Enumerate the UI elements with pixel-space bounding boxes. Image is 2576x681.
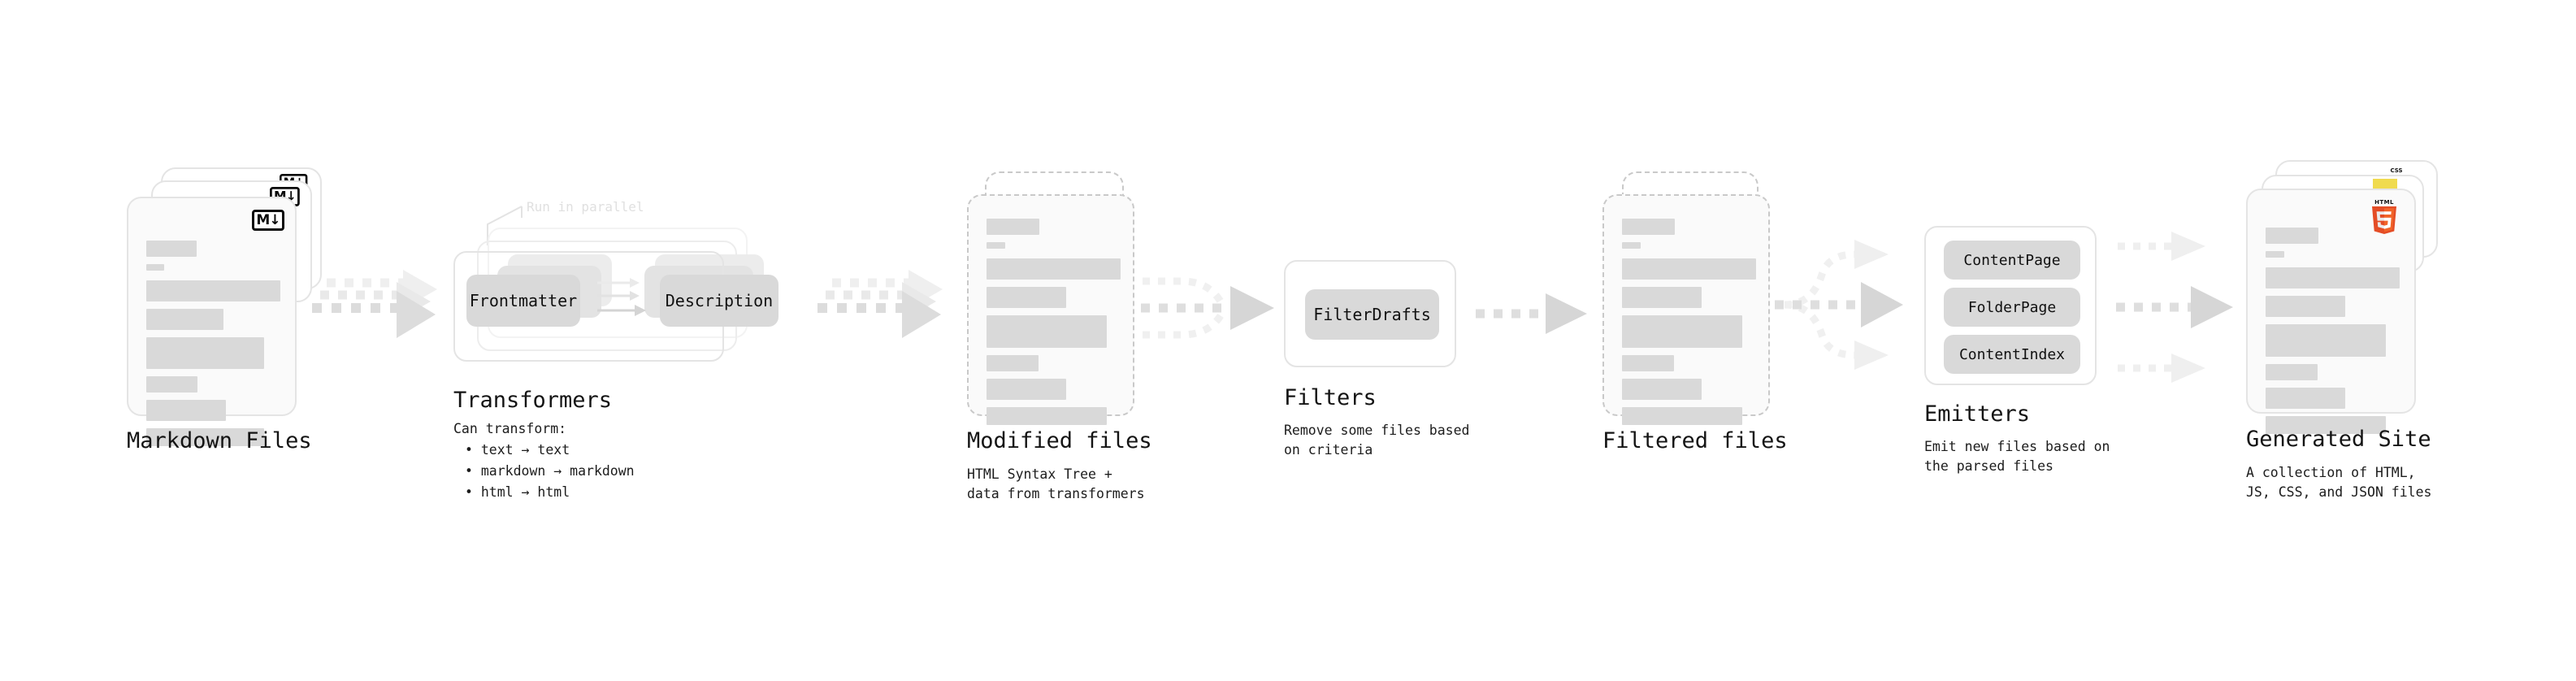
generated-site-content <box>2266 228 2400 434</box>
filtered-files-title: Filtered files <box>1602 428 1788 453</box>
markdown-badge-front: M↓ <box>252 210 284 231</box>
connector-filters-to-filtered <box>1471 289 1601 341</box>
transformer-chip-description[interactable]: Description <box>660 275 778 327</box>
markdown-files-title: Markdown Files <box>127 428 312 453</box>
content-bar <box>1622 219 1675 235</box>
generated-site-title: Generated Site <box>2246 427 2431 452</box>
content-bar <box>987 355 1039 371</box>
content-bar <box>2266 324 2386 357</box>
filter-chip-filterdrafts[interactable]: FilterDrafts <box>1305 289 1439 340</box>
content-bar <box>146 280 280 301</box>
content-bar <box>1622 242 1641 249</box>
connector-transformers-to-modified <box>813 268 959 349</box>
html5-badge: HTML <box>2370 200 2398 234</box>
content-bar <box>987 379 1066 400</box>
content-bar <box>146 428 264 446</box>
content-bar <box>146 337 264 369</box>
content-bar <box>987 258 1121 280</box>
filters-title: Filters <box>1284 385 1377 410</box>
filtered-file-content <box>1622 219 1756 425</box>
content-bar <box>1622 287 1702 308</box>
connector-modified-to-filters <box>1134 257 1297 371</box>
modified-files-subtitle: HTML Syntax Tree + data from transformer… <box>967 466 1145 501</box>
content-bar <box>146 400 226 421</box>
html5-badge-word: HTML <box>2374 199 2394 206</box>
emitters-title: Emitters <box>1924 401 2031 427</box>
modified-files-title: Modified files <box>967 428 1152 453</box>
css-badge-label: CSS <box>2390 167 2403 174</box>
content-bar <box>146 376 197 393</box>
transformers-title: Transformers <box>453 388 613 413</box>
emitters-box[interactable]: ContentPage FolderPage ContentIndex <box>1924 226 2097 385</box>
content-bar <box>987 219 1039 235</box>
content-bar <box>2266 228 2318 244</box>
content-bar <box>2266 267 2400 288</box>
connector-emitters-to-site <box>2111 232 2257 383</box>
content-bar <box>987 287 1066 308</box>
run-in-parallel-annotation: Run in parallel <box>527 199 644 215</box>
emitter-chip-contentpage[interactable]: ContentPage <box>1944 241 2080 280</box>
content-bar <box>987 242 1005 249</box>
modified-file-front <box>967 194 1134 425</box>
filtered-file-front <box>1602 194 1770 425</box>
filters-box[interactable]: FilterDrafts <box>1284 260 1456 367</box>
transformers-list-item-2: • html → html <box>465 484 570 500</box>
content-bar <box>146 309 223 330</box>
content-bar <box>2266 364 2318 380</box>
content-bar <box>1622 315 1742 348</box>
site-file-html: HTML <box>2246 189 2416 434</box>
content-bar <box>2266 416 2386 434</box>
connector-md-to-transformers <box>307 268 453 349</box>
transformers-subtitle: Can transform: <box>453 421 567 436</box>
content-bar <box>1622 355 1674 371</box>
content-bar <box>2266 388 2345 409</box>
transformers-list-item-0: • text → text <box>465 442 570 458</box>
filters-subtitle: Remove some files based on criteria <box>1284 423 1470 458</box>
content-bar <box>146 241 197 257</box>
emitter-chip-contentindex[interactable]: ContentIndex <box>1944 335 2080 374</box>
content-bar <box>2266 296 2345 317</box>
transformer-chip-frontmatter[interactable]: Frontmatter <box>466 275 580 327</box>
content-bar <box>987 407 1107 425</box>
connector-filtered-to-emitters <box>1770 236 1932 374</box>
markdown-file-content <box>146 241 280 446</box>
generated-site-subtitle: A collection of HTML, JS, CSS, and JSON … <box>2246 465 2432 500</box>
emitter-chip-folderpage[interactable]: FolderPage <box>1944 288 2080 327</box>
content-bar <box>1622 407 1742 425</box>
content-bar <box>1622 379 1702 400</box>
content-bar <box>1622 258 1756 280</box>
content-bar <box>987 315 1107 348</box>
content-bar <box>2266 251 2284 258</box>
markdown-file-front: M↓ <box>127 197 297 446</box>
transformers-list-item-1: • markdown → markdown <box>465 463 635 479</box>
emitters-subtitle: Emit new files based on the parsed files <box>1924 439 2110 474</box>
modified-file-content <box>987 219 1121 425</box>
content-bar <box>146 264 164 271</box>
html5-shield-icon <box>2371 206 2397 234</box>
